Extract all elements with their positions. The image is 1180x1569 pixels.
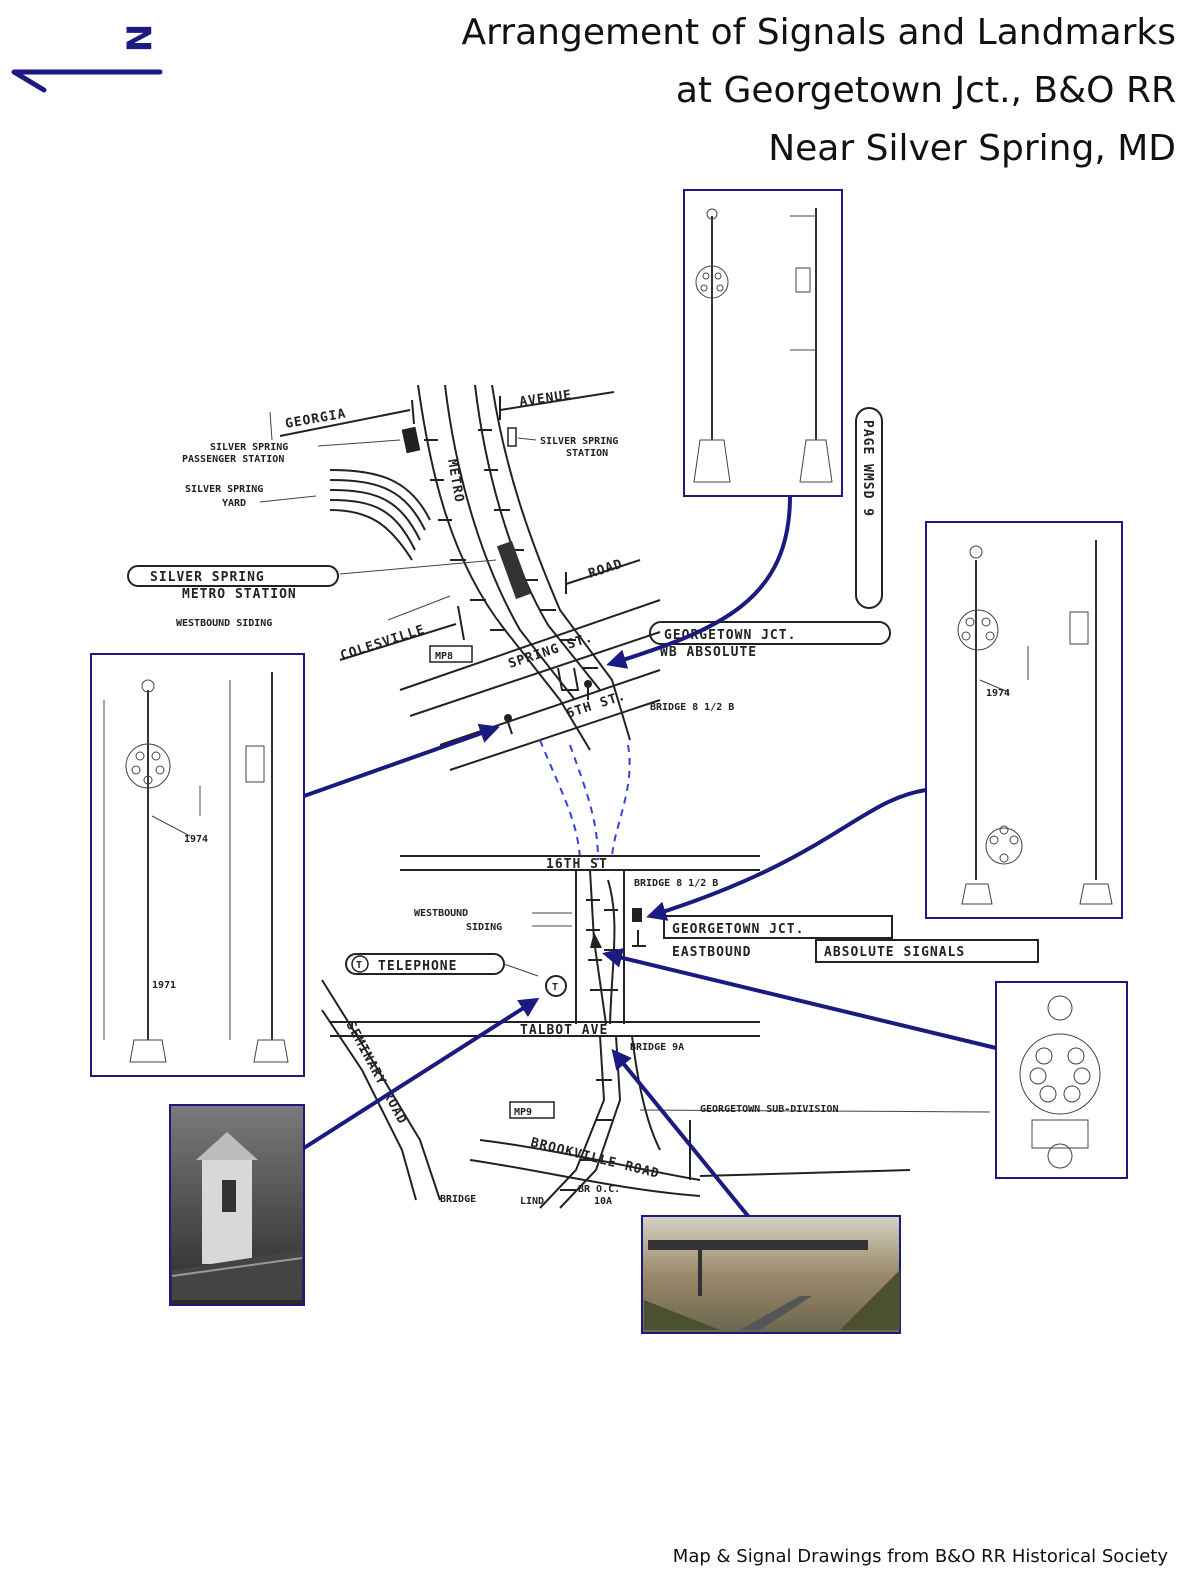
credit-note: Map & Signal Drawings from B&O RR Histor…: [672, 1546, 1168, 1567]
title-line-2: at Georgetown Jct., B&O RR: [675, 70, 1176, 111]
inset-eb-signal-drawing: 1974: [925, 521, 1123, 919]
label-bridge-lower: BRIDGE 8 1/2 B: [634, 878, 718, 889]
arrow-bridge: [611, 1048, 750, 1218]
label-page-ref: PAGE WMSD 9: [860, 420, 875, 517]
right-drawing-year: 1974: [986, 688, 1010, 699]
label-ss-passenger-2: PASSENGER STATION: [182, 454, 284, 465]
arrow-wb-signal: [606, 495, 792, 669]
label-br-oc: BR O.C.: [578, 1184, 620, 1195]
left-drawing-year-base: 1971: [152, 980, 176, 991]
street-avenue: AVENUE: [518, 388, 573, 410]
page-title: Arrangement of Signals and Landmarks at …: [276, 4, 1176, 178]
street-colesville: COLESVILLE: [339, 622, 428, 664]
arrow-telephone-booth: [302, 997, 540, 1150]
title-line-1: Arrangement of Signals and Landmarks: [461, 12, 1176, 53]
label-ss-station-2: STATION: [566, 448, 608, 459]
label-gj-wb-1: GEORGETOWN JCT.: [664, 628, 796, 643]
street-talbot-ave: TALBOT AVE: [520, 1023, 608, 1038]
label-mp9: MP9: [514, 1107, 532, 1118]
label-ss-yard-1: SILVER SPRING: [185, 484, 263, 495]
label-mp8: MP8: [435, 651, 453, 662]
dashed-tracks: [539, 739, 631, 861]
label-wb-siding-lower-1: WESTBOUND: [414, 908, 468, 919]
label-ss-yard-2: YARD: [222, 498, 246, 509]
label-wb-siding-lower-2: SIDING: [466, 922, 502, 933]
passenger-station-icon: [401, 426, 421, 454]
inset-bridge-photo: [641, 1215, 901, 1334]
north-label: N: [118, 24, 158, 52]
callout-arrows: [302, 495, 997, 1218]
arrow-left-signal: [303, 723, 500, 798]
label-bridge-9a: BRIDGE 9A: [630, 1042, 684, 1053]
label-bridge-upper: BRIDGE 8 1/2 B: [650, 702, 734, 713]
telephone-box-key: T: [552, 982, 558, 993]
label-bridge-br: BRIDGE: [440, 1194, 476, 1205]
label-gj-eb-2: EASTBOUND: [672, 945, 751, 960]
street-6th-st-lower: 16TH ST: [546, 857, 608, 872]
label-telephone-key: T: [356, 960, 362, 971]
inset-wb-signal-drawing: [683, 189, 843, 497]
street-metro: METRO: [444, 458, 466, 504]
inset-left-signal-drawing: 1974 1971: [90, 653, 305, 1077]
street-brookville-road: BROOKVILLE ROAD: [529, 1135, 661, 1182]
street-lind: LIND: [520, 1196, 544, 1207]
label-gj-eb-3: ABSOLUTE SIGNALS: [824, 945, 965, 960]
street-6th-st-upper: 6TH ST.: [565, 688, 628, 721]
north-arrow-icon: N: [11, 24, 163, 93]
arrow-signal-head: [602, 948, 997, 1050]
metro-station-icon: [496, 540, 532, 600]
inset-signal-head-drawing: [995, 981, 1128, 1179]
label-wb-siding-upper: WESTBOUND SIDING: [176, 618, 272, 629]
ss-station-icon: [507, 427, 517, 447]
label-telephone: TELEPHONE: [378, 959, 457, 974]
inset-telephone-booth-photo: [169, 1104, 305, 1306]
label-gj-eb-1: GEORGETOWN JCT.: [672, 922, 804, 937]
arrow-eb-signal: [646, 788, 927, 921]
street-spring-st: SPRING ST.: [507, 630, 596, 672]
left-drawing-year-bracket: 1974: [184, 834, 208, 845]
label-ss-metro-2: METRO STATION: [182, 587, 297, 602]
label-br-10a: 10A: [594, 1196, 612, 1207]
street-road: ROAD: [587, 557, 625, 582]
label-georgetown-subdivision: GEORGETOWN SUB-DIVISION: [700, 1104, 838, 1115]
title-line-3: Near Silver Spring, MD: [768, 128, 1176, 169]
label-ss-passenger-1: SILVER SPRING: [210, 442, 288, 453]
label-gj-wb-2: WB ABSOLUTE: [660, 645, 757, 660]
label-ss-metro-1: SILVER SPRING: [150, 570, 265, 585]
label-ss-station-1: SILVER SPRING: [540, 436, 618, 447]
telephone-box-icon: [545, 975, 567, 997]
